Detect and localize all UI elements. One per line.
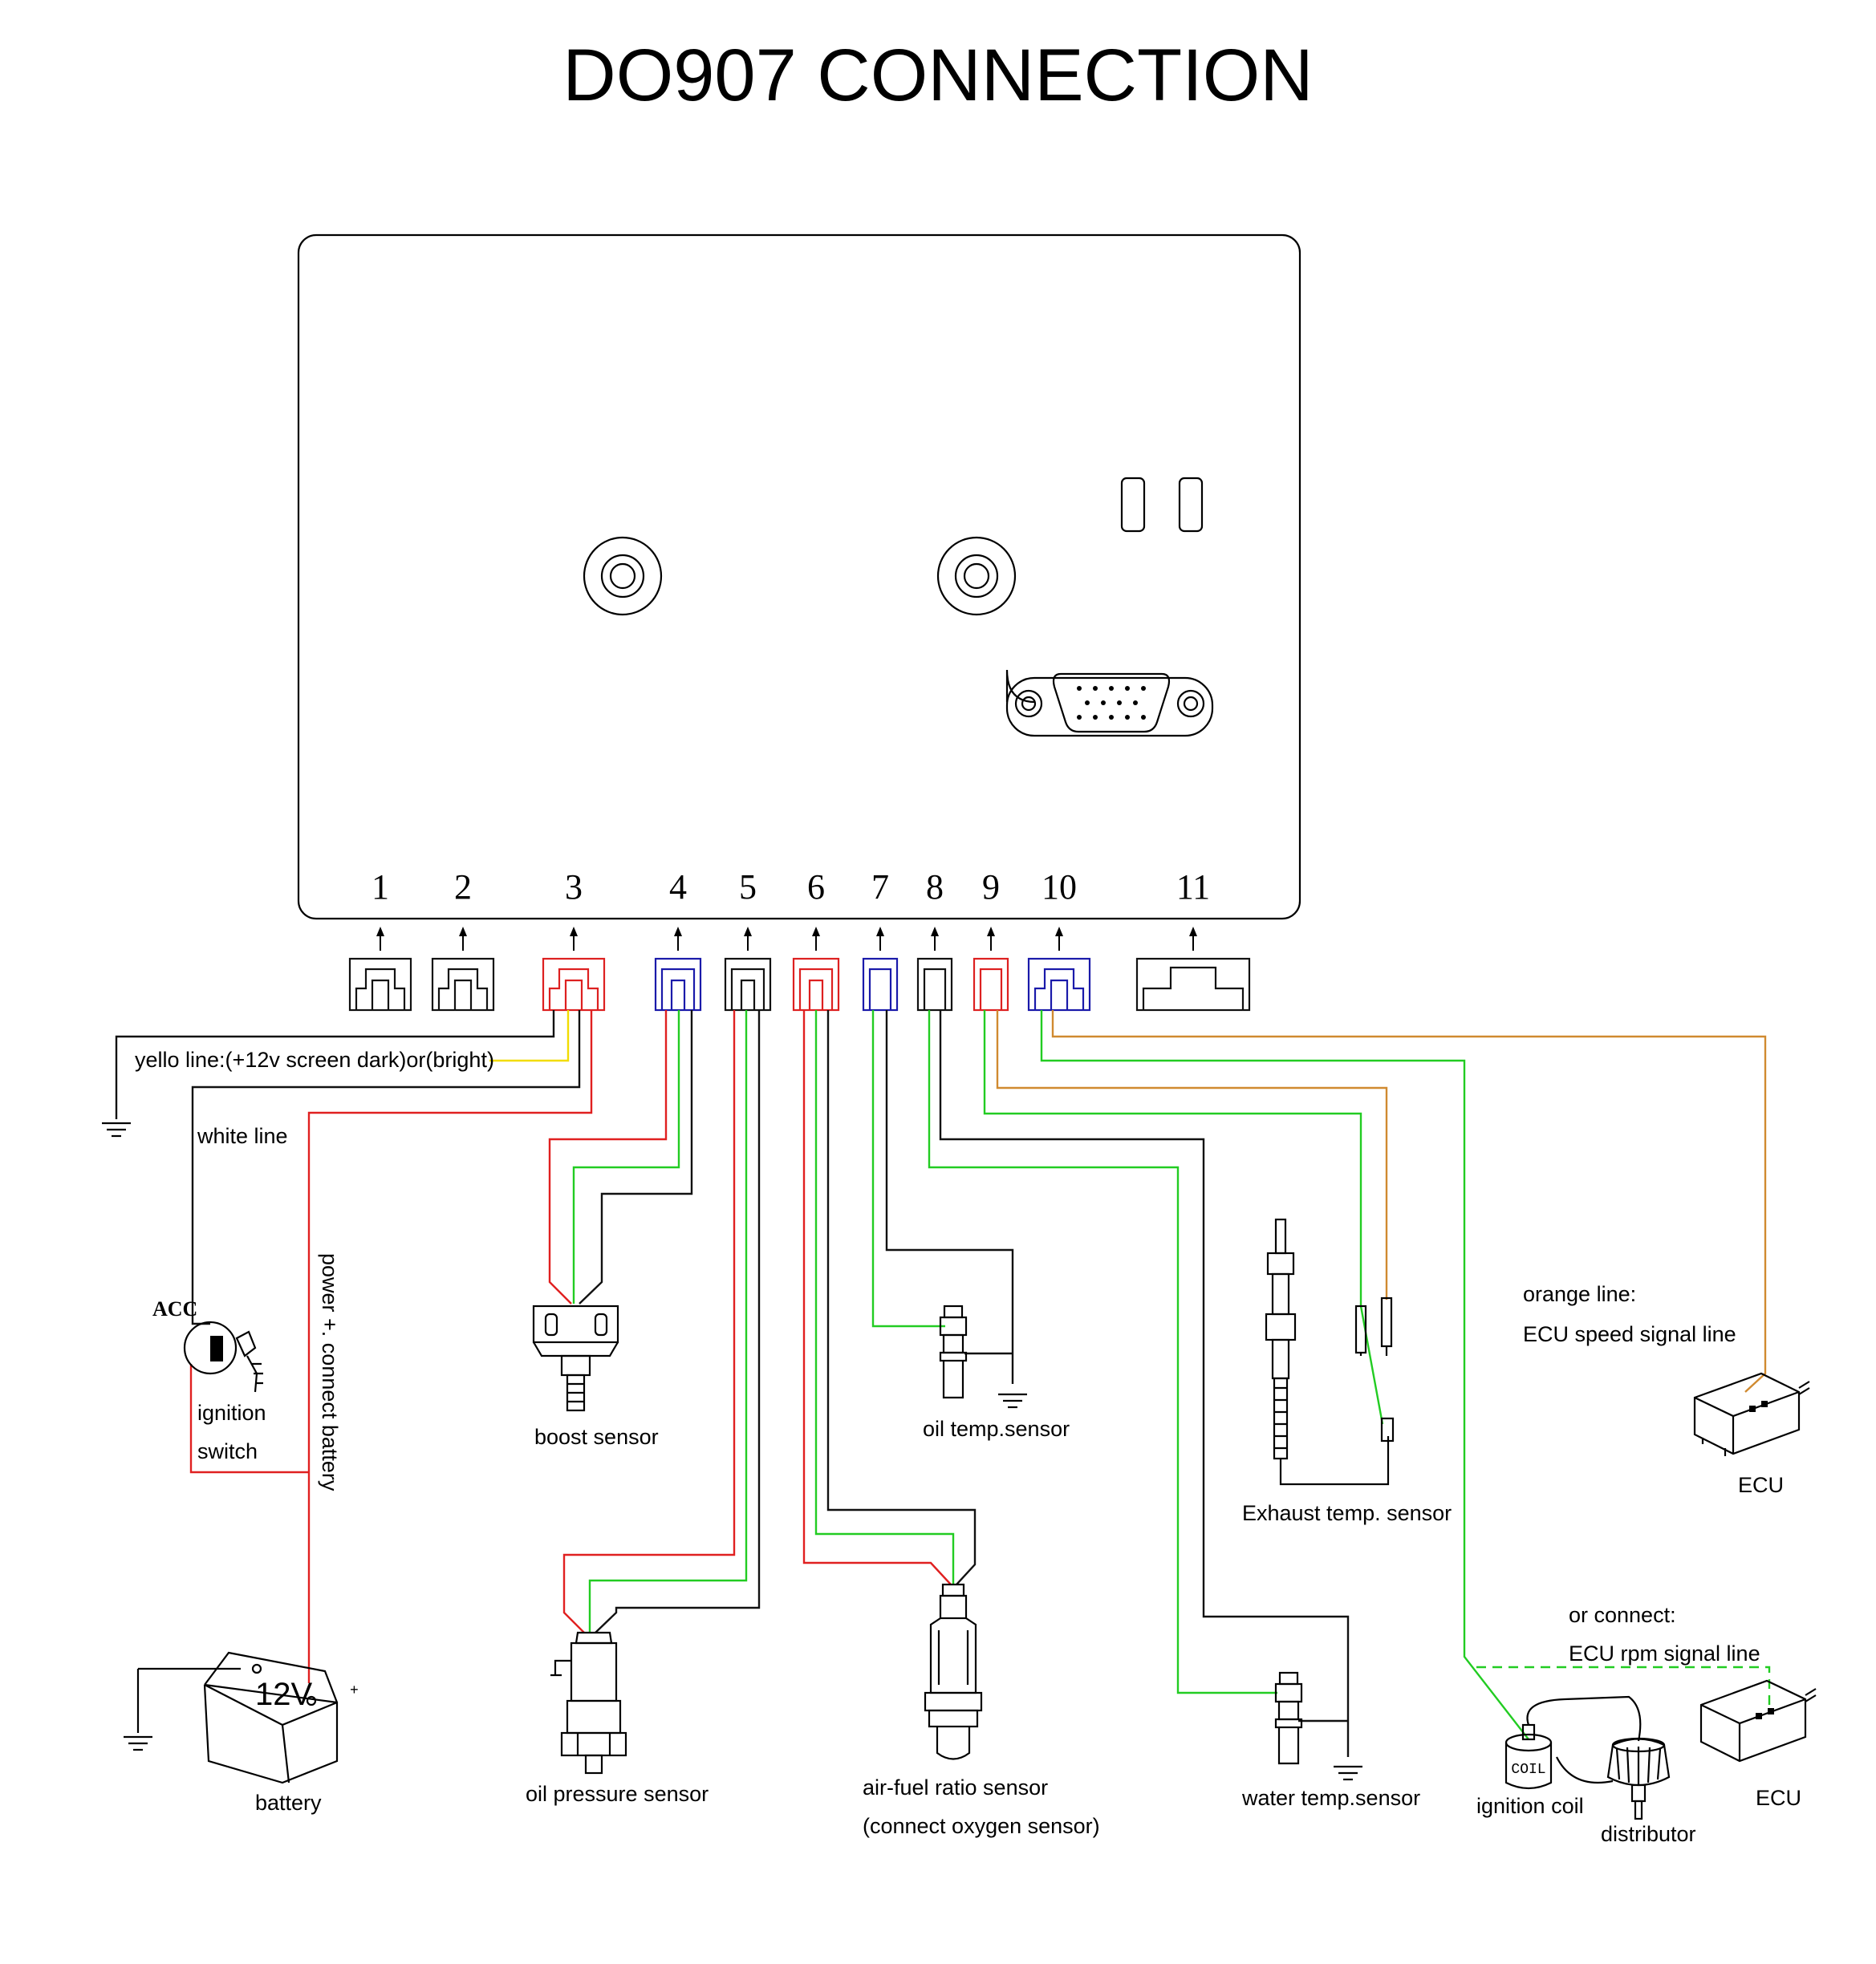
- connector-1-icon: [348, 957, 412, 1012]
- power-label: power +. connect battery: [318, 1253, 342, 1491]
- distributor-icon: [1606, 1737, 1671, 1820]
- wire-oilp-red: [562, 1010, 736, 1633]
- wire-power: [307, 1010, 593, 1683]
- connector-8-icon: [916, 957, 953, 1012]
- connector-4-icon: [654, 957, 702, 1012]
- wire-rpm-dashed: [1476, 1666, 1771, 1705]
- wire-ignition-power: [189, 1364, 309, 1474]
- battery-voltage-label: 12V: [255, 1677, 312, 1712]
- connector-2-icon: [431, 957, 495, 1012]
- connector-6-icon: [792, 957, 840, 1012]
- wire-oilp-black: [595, 1010, 761, 1633]
- coil-label: COIL: [1511, 1762, 1545, 1778]
- ignition-coil-label: ignition coil: [1476, 1794, 1584, 1818]
- wire-boost-green: [572, 1010, 680, 1304]
- ignition-label-1: ignition: [197, 1401, 266, 1425]
- wire-rpm-green: [1040, 1010, 1529, 1740]
- or-connect-label: or connect:: [1569, 1603, 1676, 1627]
- connector-7-icon: [862, 957, 899, 1012]
- afr-label-1: air-fuel ratio sensor: [863, 1775, 1048, 1800]
- pin-label-1: 1: [372, 867, 389, 907]
- connector-3-icon: [542, 957, 606, 1012]
- connector-11-icon: [1135, 957, 1251, 1012]
- afr-label-2: (connect oxygen sensor): [863, 1814, 1100, 1838]
- slot-right-icon: [1178, 477, 1204, 533]
- oil-pressure-sensor-icon: [550, 1631, 627, 1775]
- ignition-label-2: switch: [197, 1439, 258, 1463]
- wire-oilp-green: [588, 1010, 748, 1633]
- yellow-line-label: yello line:(+12v screen dark)or(bright): [135, 1048, 494, 1072]
- exhaust-temp-sensor-icon: [1265, 1218, 1395, 1486]
- oil-temp-sensor-icon: [939, 1305, 968, 1399]
- wire-afr-black: [826, 1010, 977, 1585]
- pin-numbers: 1 2 3 4 5 6 7 8 9 10 11: [372, 867, 1210, 907]
- ecu-speed-icon: [1693, 1372, 1810, 1456]
- ignition-coil-icon: COIL: [1504, 1695, 1642, 1790]
- slot-left-icon: [1120, 477, 1146, 533]
- wire-white-line: [191, 1010, 581, 1325]
- acc-label: ACC: [152, 1297, 197, 1321]
- wire-exhaust-green: [983, 1010, 1384, 1425]
- left-knob-icon: [583, 536, 663, 616]
- pin-label-10: 10: [1042, 867, 1077, 907]
- wire-oiltemp-black: [885, 1010, 1014, 1384]
- wire-watertemp-black: [939, 1010, 1350, 1757]
- wire-ground: [115, 1010, 555, 1119]
- connector-5-icon: [724, 957, 772, 1012]
- distributor-label: distributor: [1601, 1822, 1696, 1846]
- gauge-unit: [297, 233, 1301, 920]
- speed-signal-label: ECU speed signal line: [1523, 1322, 1736, 1346]
- svg-text:+: +: [350, 1683, 359, 1699]
- orange-line-label: orange line:: [1523, 1282, 1636, 1306]
- pin-arrows: [376, 926, 1198, 952]
- wire-afr-red: [802, 1010, 952, 1585]
- ecu-label-2: ECU: [1756, 1786, 1801, 1810]
- connector-9-icon: [973, 957, 1009, 1012]
- pin-label-6: 6: [807, 867, 825, 907]
- wire-boost-black: [579, 1010, 693, 1305]
- boost-sensor-label: boost sensor: [534, 1425, 659, 1449]
- connector-10-icon: [1027, 957, 1091, 1012]
- rpm-signal-label: ECU rpm signal line: [1569, 1641, 1760, 1666]
- ignition-switch-icon: [183, 1321, 263, 1393]
- pin-label-11: 11: [1176, 867, 1210, 907]
- wire-afr-green: [814, 1010, 955, 1585]
- ecu-rpm-icon: [1699, 1679, 1817, 1763]
- wire-oiltemp-green: [871, 1010, 945, 1328]
- page-title: DO907 CONNECTION: [562, 34, 1314, 116]
- oil-pressure-label: oil pressure sensor: [526, 1782, 709, 1806]
- afr-sensor-icon: [924, 1583, 983, 1760]
- boost-sensor-icon: [532, 1305, 619, 1412]
- right-knob-icon: [936, 536, 1017, 616]
- pin-label-9: 9: [982, 867, 1000, 907]
- oil-temp-label: oil temp.sensor: [923, 1417, 1070, 1441]
- pin-label-3: 3: [565, 867, 583, 907]
- pin-label-8: 8: [926, 867, 944, 907]
- battery-icon: +: [136, 1651, 359, 1784]
- exhaust-temp-label: Exhaust temp. sensor: [1242, 1501, 1452, 1525]
- pin-label-5: 5: [739, 867, 757, 907]
- pin-label-7: 7: [871, 867, 889, 907]
- wire-yellow: [489, 1010, 570, 1062]
- wire-speed-orange: [1051, 1010, 1767, 1393]
- pin-label-4: 4: [669, 867, 687, 907]
- battery-label: battery: [255, 1791, 322, 1815]
- water-temp-label: water temp.sensor: [1241, 1786, 1420, 1810]
- wire-boost-red: [548, 1010, 668, 1305]
- water-temp-sensor-icon: [1274, 1671, 1303, 1765]
- wire-watertemp-green: [928, 1010, 1277, 1694]
- wire-exhaust-orange: [996, 1010, 1388, 1300]
- white-line-label: white line: [197, 1124, 288, 1148]
- pin-label-2: 2: [454, 867, 472, 907]
- vga-port-icon: [1005, 669, 1214, 737]
- ecu-label-1: ECU: [1738, 1473, 1784, 1497]
